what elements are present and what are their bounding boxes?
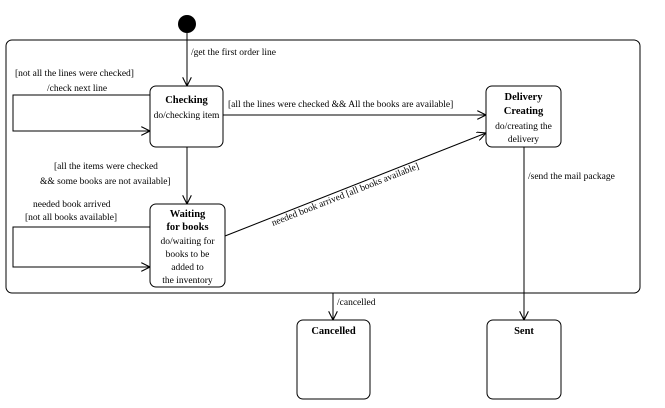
label-checking-to-delivery: [all the lines were checked && All the b…: [228, 100, 453, 110]
label-checking-self-line2: /check next line: [47, 84, 107, 94]
label-waiting-self-line1: needed book arrived: [33, 200, 111, 210]
transition-waiting-self: [12, 226, 150, 267]
transition-waiting-to-delivery: [224, 133, 486, 237]
transition-checking-self: [12, 94, 150, 131]
state-waiting-for-books: Waiting for books do/waiting for books t…: [149, 203, 226, 288]
label-checking-to-waiting-line2: && some books are not available]: [40, 177, 171, 187]
state-delivery-name-line1: Delivery: [505, 92, 544, 103]
state-cancelled: Cancelled: [296, 319, 371, 400]
state-delivery-creating: Delivery Creating do/creating the delive…: [485, 85, 562, 148]
state-waiting-name-line1: Waiting: [170, 209, 206, 220]
label-delivery-to-sent: /send the mail package: [528, 172, 615, 182]
state-delivery-activity-line2: delivery: [508, 135, 539, 145]
state-checking-name: Checking: [165, 95, 208, 106]
state-sent: Sent: [486, 319, 562, 400]
label-waiting-self-line2: [not all books available]: [25, 213, 117, 223]
state-waiting-activity-line4: the inventory: [162, 276, 213, 286]
state-sent-name: Sent: [514, 326, 534, 337]
state-checking-activity: do/checking item: [154, 111, 220, 121]
label-checking-self-line1: [not all the lines were checked]: [15, 69, 134, 79]
state-waiting-activity-line3: added to: [171, 263, 204, 273]
state-waiting-activity-line2: books to be: [166, 250, 210, 260]
state-delivery-name-line2: Creating: [504, 106, 544, 117]
initial-state: [178, 15, 196, 33]
state-checking: Checking do/checking item: [149, 85, 224, 148]
state-waiting-activity-line1: do/waiting for: [160, 236, 215, 247]
state-delivery-activity-line1: do/creating the: [495, 122, 552, 132]
label-superstate-to-cancelled: /cancelled: [337, 298, 376, 308]
label-initial-to-checking: /get the first order line: [191, 47, 276, 58]
state-waiting-name-line2: for books: [166, 222, 208, 233]
label-checking-to-waiting-line1: [all the items were checked: [54, 162, 158, 172]
state-cancelled-name: Cancelled: [311, 326, 355, 337]
